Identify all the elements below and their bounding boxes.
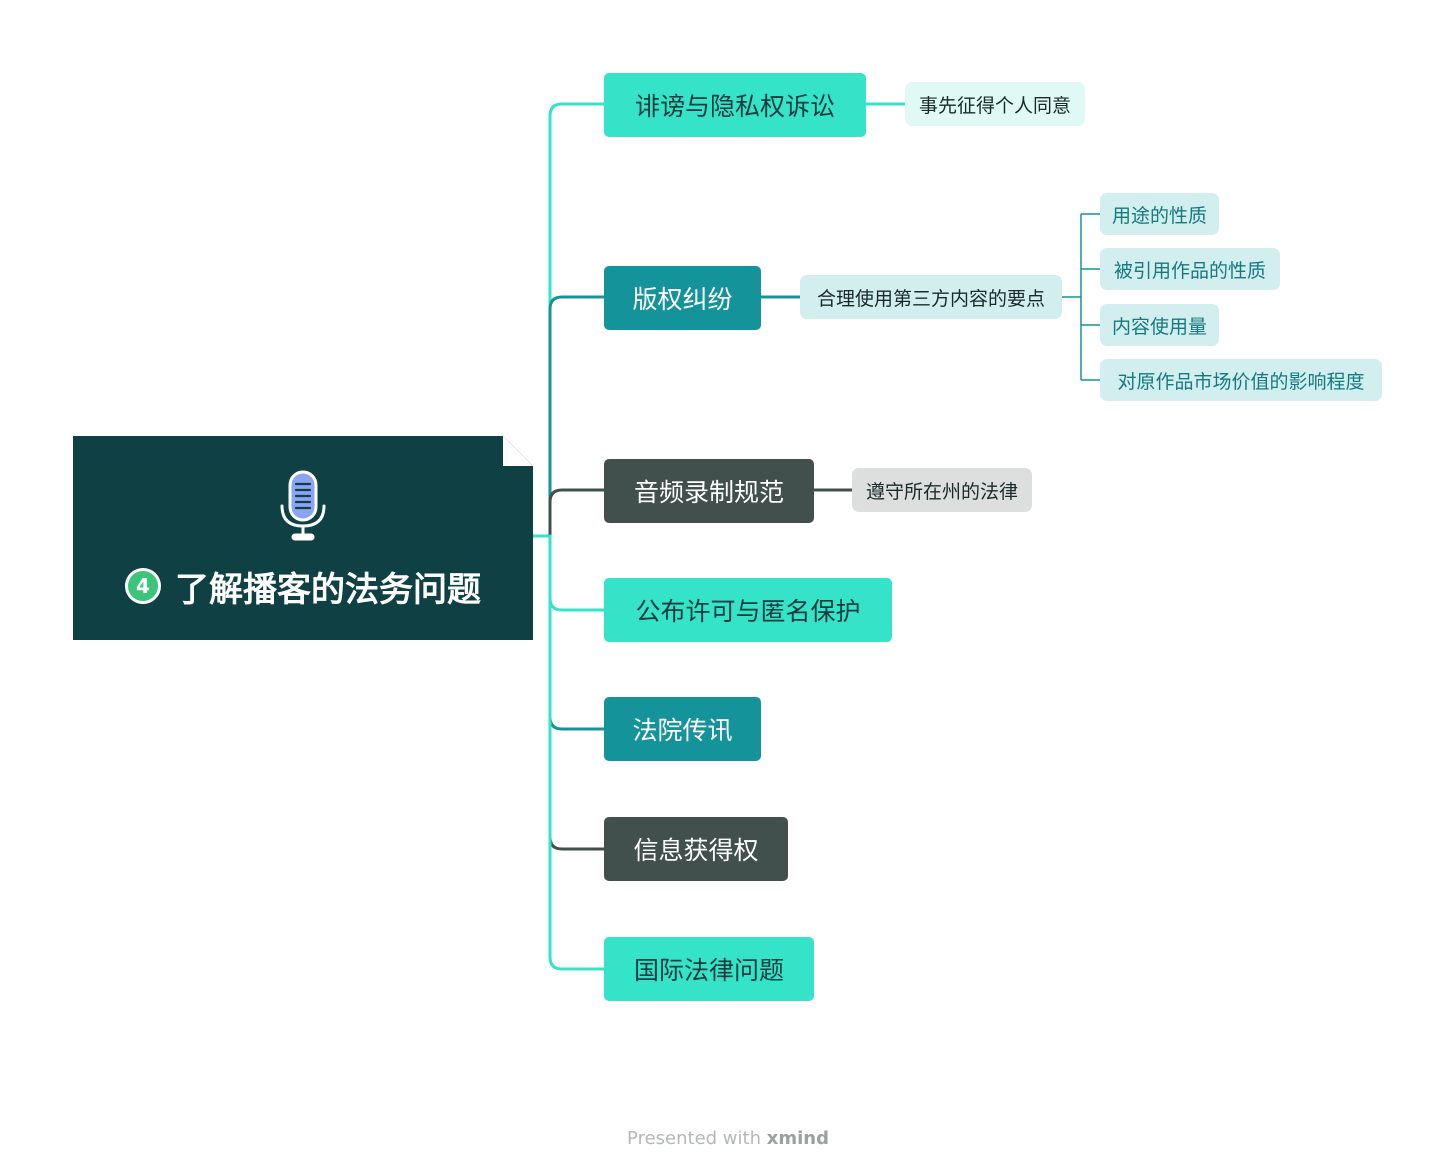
leaf-usage-amount[interactable]: 内容使用量 [1100, 304, 1219, 346]
subtopic-label: 合理使用第三方内容的要点 [816, 287, 1045, 310]
leaf-label: 被引用作品的性质 [1113, 259, 1266, 282]
branch-label: 信息获得权 [633, 836, 759, 865]
branch-international-law[interactable]: 国际法律问题 [604, 937, 814, 1001]
branch-defamation-privacy[interactable]: 诽谤与隐私权诉讼 [604, 73, 866, 137]
connector-branch-7 [548, 534, 606, 971]
leaf-label: 内容使用量 [1111, 315, 1207, 338]
branch-subpoena[interactable]: 法院传讯 [604, 697, 761, 761]
footer-prefix: Presented with [627, 1128, 761, 1149]
subtopic-label: 事先征得个人同意 [918, 94, 1071, 117]
connector-branch-1 [548, 102, 606, 538]
connector-branch-3 [548, 488, 606, 538]
subtopic-label: 遵守所在州的法律 [865, 480, 1018, 503]
central-topic[interactable]: 4 了解播客的法务问题 [73, 436, 533, 640]
footer-watermark: Presented with xmind [0, 1128, 1456, 1149]
subtopic-state-law[interactable]: 遵守所在州的法律 [852, 468, 1032, 512]
connector-branch-6 [548, 534, 606, 851]
branch-release-anonymity[interactable]: 公布许可与匿名保护 [604, 578, 892, 642]
leaf-label: 对原作品市场价值的影响程度 [1117, 370, 1365, 393]
branch-label: 诽谤与隐私权诉讼 [634, 92, 835, 121]
leaf-market-impact[interactable]: 对原作品市场价值的影响程度 [1100, 359, 1382, 401]
leaf-work-nature[interactable]: 被引用作品的性质 [1100, 248, 1280, 290]
number-badge: 4 [125, 568, 161, 604]
central-title: 了解播客的法务问题 [175, 569, 481, 610]
subtopic-prior-consent[interactable]: 事先征得个人同意 [905, 82, 1085, 126]
branch-information-access[interactable]: 信息获得权 [604, 817, 788, 881]
subtopic-fair-use[interactable]: 合理使用第三方内容的要点 [800, 275, 1062, 319]
connector-branch-2 [548, 295, 606, 538]
branch-label: 法院传讯 [632, 716, 733, 745]
branch-audio-recording[interactable]: 音频录制规范 [604, 459, 814, 523]
branch-copyright[interactable]: 版权纠纷 [604, 266, 761, 330]
microphone-icon [280, 470, 326, 541]
branch-label: 国际法律问题 [633, 956, 784, 985]
leaf-label: 用途的性质 [1111, 204, 1207, 227]
branch-label: 版权纠纷 [632, 285, 733, 314]
branch-label: 音频录制规范 [633, 478, 784, 507]
connector-branch-5 [548, 534, 606, 731]
branch-label: 公布许可与匿名保护 [635, 597, 861, 626]
leaf-purpose-nature[interactable]: 用途的性质 [1100, 193, 1219, 235]
central-title-row: 4 了解播客的法务问题 [73, 561, 533, 611]
connector-leaf-trunk [1062, 214, 1082, 380]
connector-branch-4 [548, 534, 606, 612]
footer-brand: xmind [766, 1128, 829, 1149]
